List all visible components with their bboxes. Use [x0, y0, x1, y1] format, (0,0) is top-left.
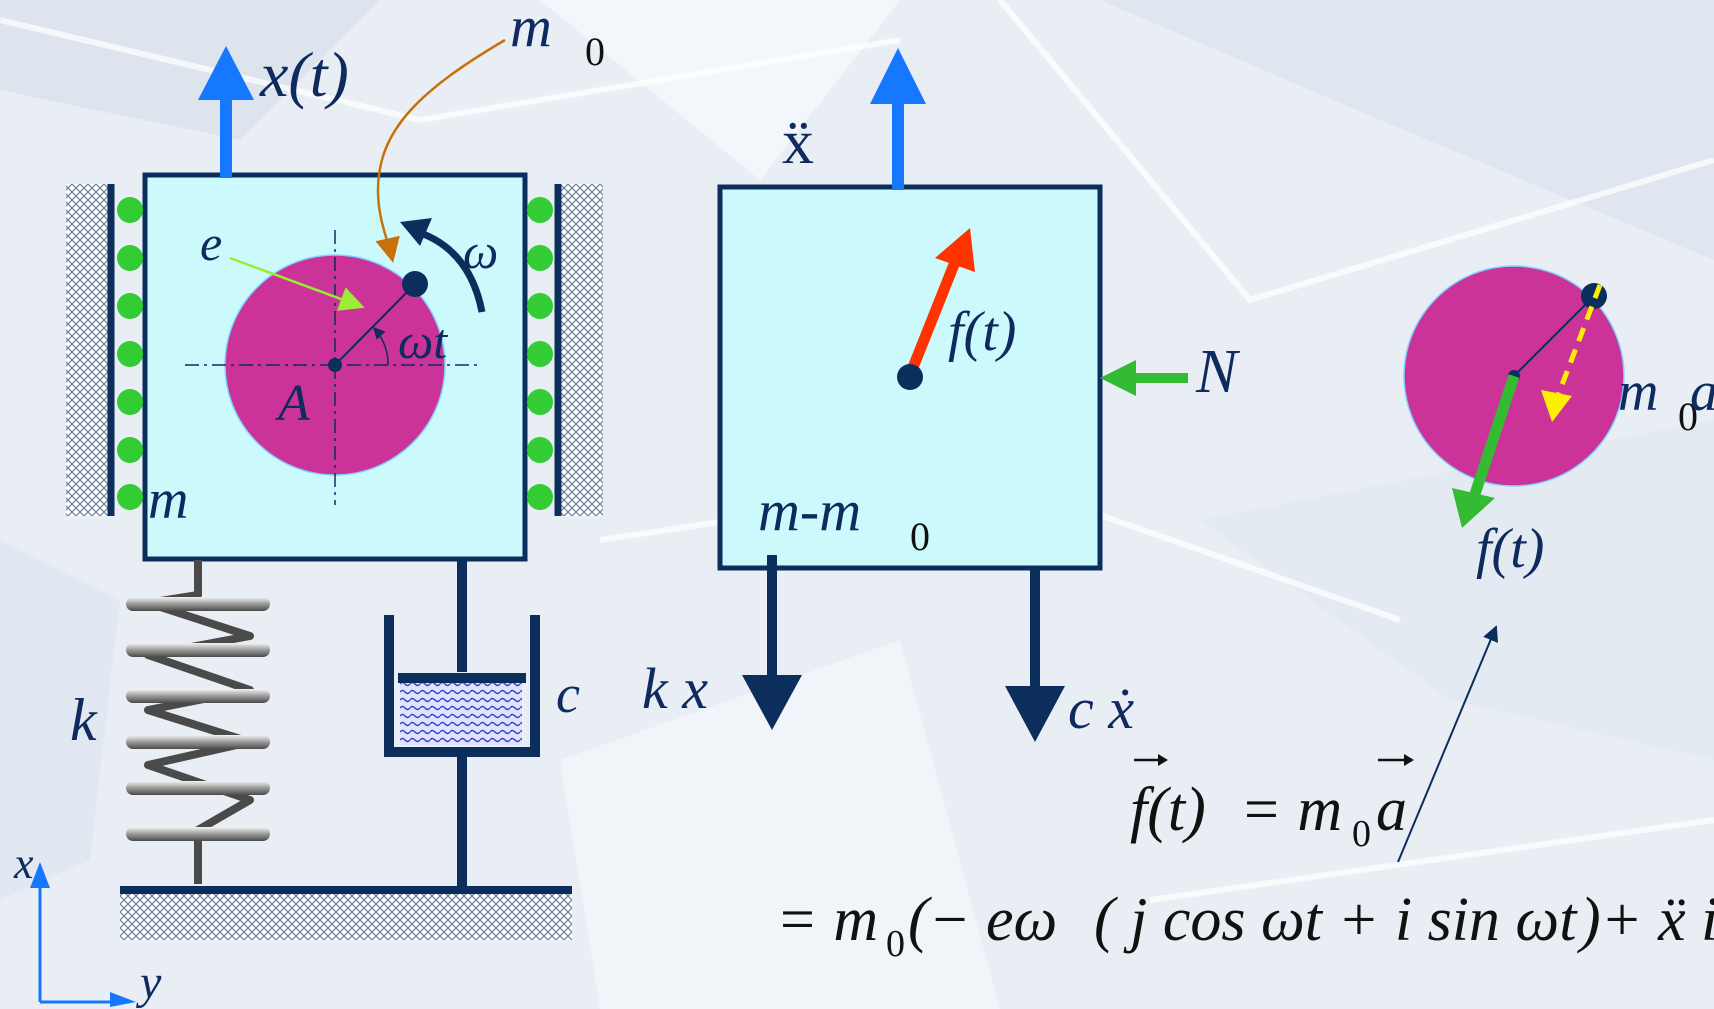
right-rollers	[527, 197, 553, 510]
up-arrow-icon	[198, 46, 254, 100]
label-damper-c: c	[556, 664, 580, 724]
left-wall	[66, 184, 111, 516]
eq2-term3: )+ ẍ i	[1577, 886, 1714, 954]
eccentric-mass	[402, 271, 428, 297]
label-m0-sub: 0	[585, 29, 605, 74]
eq2-eq: = m	[776, 886, 878, 954]
label-m0: m	[510, 0, 552, 59]
down-arrow-icon	[1005, 686, 1065, 742]
down-arrow-icon	[742, 675, 802, 730]
equation-line-1: f(t) = m 0 a	[1130, 754, 1414, 855]
up-arrow-icon	[870, 48, 926, 104]
rotation-arrow-icon	[416, 228, 486, 313]
label-x-ddot: ẍ	[782, 106, 814, 177]
label-normal-N: N	[1195, 338, 1241, 406]
label-axis-x: x	[13, 839, 34, 888]
e-pointer	[229, 256, 365, 311]
label-e: e	[200, 215, 222, 271]
label-rotor-m-sub: 0	[1678, 394, 1698, 439]
label-force-kx: k x	[642, 656, 708, 721]
eq1-a: a	[1376, 776, 1407, 844]
spring-icon	[126, 560, 270, 884]
eq2-sub: 0	[886, 923, 905, 965]
left-rollers	[117, 197, 143, 510]
label-force-cx: c ẋ	[1068, 676, 1134, 741]
label-m-minus-m0: m-m	[758, 478, 861, 543]
ground	[120, 890, 572, 940]
eq1-lhs: f(t)	[1130, 776, 1206, 844]
left-arrow-icon	[1100, 360, 1136, 396]
label-A: A	[275, 375, 310, 432]
label-x-t: x(t)	[259, 39, 349, 110]
label-omega: ω	[463, 223, 498, 279]
label-rotor-m: m	[1618, 361, 1658, 423]
eq1-rhs: = m	[1240, 776, 1342, 844]
label-rotor-f-t: f(t)	[1476, 518, 1544, 580]
right-wall	[558, 184, 603, 516]
angle-arc	[372, 326, 389, 366]
label-spring-k: k	[70, 687, 98, 753]
equation-line-2: = m 0 (− eω ( j cos ωt + i sin ωt )+ ẍ i	[776, 886, 1714, 965]
eq2-term1: (− eω	[908, 886, 1057, 954]
center-A	[328, 358, 342, 372]
equation-pointer	[1397, 625, 1498, 863]
label-rotor-a: a	[1690, 361, 1714, 423]
eq2-term2: ( j cos ωt + i sin ωt	[1094, 886, 1578, 954]
damper-icon	[384, 560, 540, 890]
eq1-sub: 0	[1352, 813, 1371, 855]
m0-pointer	[375, 38, 506, 263]
label-axis-y: y	[135, 956, 162, 1009]
label-m-minus-m0-sub: 0	[910, 514, 930, 559]
label-mass-m: m	[148, 469, 188, 531]
label-f-t: f(t)	[948, 301, 1016, 363]
label-omega-t: ωt	[398, 313, 448, 369]
